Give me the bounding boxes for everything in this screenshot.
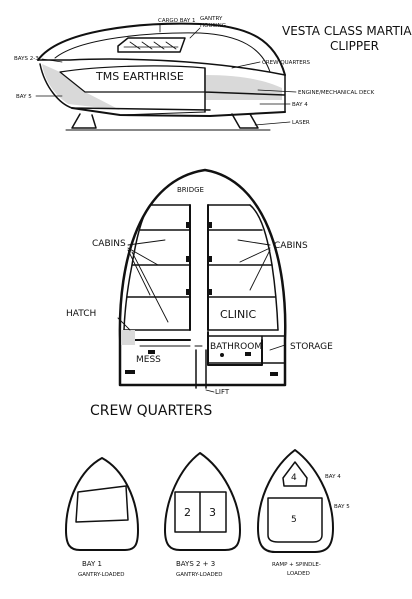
- bay-4-compartment: [282, 461, 308, 487]
- bays-2-3-caption-line-1: BAYS 2 + 3: [176, 560, 215, 568]
- bay-1-caption-line-1: BAY 1: [82, 560, 102, 568]
- label-gantry-housing-1: GANTRY: [200, 16, 223, 22]
- hatch-shading: [121, 330, 135, 345]
- label-lift: LIFT: [215, 388, 230, 396]
- gantry-housing: [117, 37, 186, 53]
- bays-2-3-outline: [164, 452, 241, 551]
- label-storage: STORAGE: [290, 342, 333, 352]
- label-bathroom: BATHROOM: [210, 342, 262, 352]
- label-cargo-bay-1: CARGO BAY 1: [158, 18, 195, 24]
- hull-top: [37, 22, 286, 76]
- cargo-section-bays-2-3: 2 3 BAYS 2 + 3 GANTRY-LOADED: [164, 452, 241, 578]
- bay-5-number: 5: [291, 515, 297, 525]
- storage-room: [261, 335, 286, 364]
- label-bay-4: BAY 4: [292, 102, 308, 108]
- label-mess: MESS: [136, 355, 161, 365]
- cargo-section-bays-4-5: 4 5 BAY 4 BAY 5 RAMP + SPINDLE- LOADED: [257, 449, 350, 577]
- bay-2-number: 2: [184, 506, 191, 519]
- bays-4-5-caption-line-1: RAMP + SPINDLE-: [272, 562, 321, 568]
- bay-5-shading: [42, 64, 120, 110]
- label-gantry-housing-2: HOUSING: [200, 23, 226, 29]
- bay-4-side-label: BAY 4: [325, 474, 341, 480]
- lift-shaft: [195, 349, 207, 389]
- crew-quarters-caption: CREW QUARTERS: [90, 403, 212, 419]
- label-cabins-right: CABINS: [274, 241, 308, 251]
- label-laser: LASER: [292, 120, 310, 126]
- label-engine-deck: ENGINE/MECHANICAL DECK: [298, 90, 375, 96]
- label-clinic: CLINIC: [220, 308, 257, 321]
- label-bay-5: BAY 5: [16, 94, 32, 100]
- bays-4-5-outline: [257, 449, 334, 553]
- side-view: TMS EARTHRISE CARGO BAY 1 GANTRY HOUSING…: [14, 16, 375, 131]
- plan-hull: [118, 168, 287, 387]
- bays-4-5-caption-line-2: LOADED: [287, 571, 310, 577]
- label-bays-2-3: BAYS 2-3: [14, 56, 39, 62]
- label-crew-quarters: CREW QUARTERS: [262, 60, 311, 66]
- bays-2-3-caption-line-2: GANTRY-LOADED: [176, 572, 222, 578]
- bay-3-number: 3: [209, 506, 216, 519]
- ship-name: TMS EARTHRISE: [95, 70, 184, 83]
- landing-strut-left: [71, 113, 97, 129]
- cargo-section-bay-1: BAY 1 GANTRY-LOADED: [65, 457, 139, 578]
- label-cabins-left: CABINS: [92, 239, 126, 249]
- bay-4-number: 4: [291, 473, 297, 483]
- bay-5-side-label: BAY 5: [334, 504, 350, 510]
- bay-1-outline: [65, 457, 139, 551]
- label-bridge: BRIDGE: [177, 186, 204, 194]
- title-line-1: VESTA CLASS MARTIAN: [282, 24, 412, 38]
- label-hatch: HATCH: [66, 309, 96, 319]
- bay-5-compartment: [267, 497, 323, 543]
- crew-quarters-plan: BRIDGE CABINS CABINS HATCH CLINIC BATHRO…: [66, 168, 333, 419]
- bay-1-caption-line-2: GANTRY-LOADED: [78, 572, 124, 578]
- title-line-2: CLIPPER: [330, 39, 379, 53]
- crew-quarters-shading: [205, 75, 282, 100]
- landing-strut-right: [231, 113, 259, 129]
